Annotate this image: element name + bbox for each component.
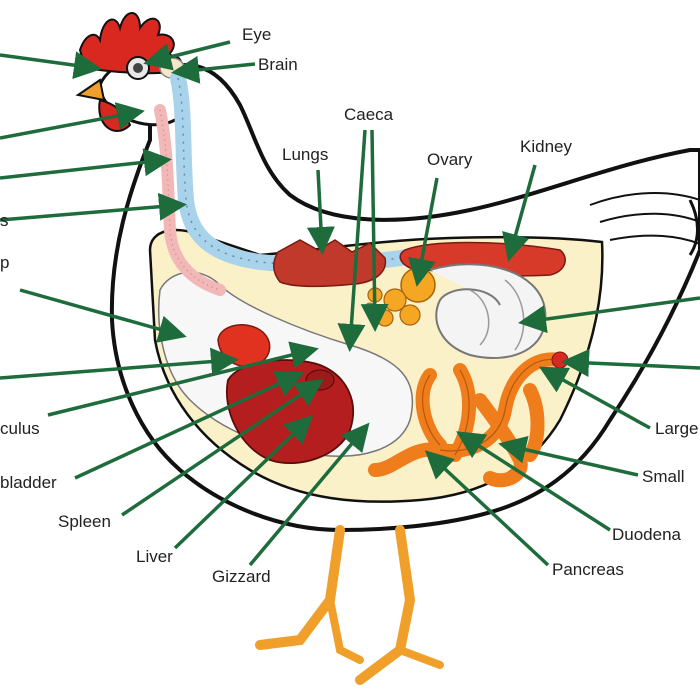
label-eye: Eye bbox=[242, 25, 271, 44]
label-caeca: Caeca bbox=[344, 105, 394, 124]
lungs-shape bbox=[274, 240, 386, 286]
label-large-intestine: Large bbox=[655, 419, 698, 438]
legs bbox=[260, 530, 340, 645]
label-gallbladder: bladder bbox=[0, 473, 57, 492]
beak bbox=[78, 80, 104, 100]
label-brain: Brain bbox=[258, 55, 298, 74]
label-duodenum: Duodena bbox=[612, 525, 682, 544]
label-kidney: Kidney bbox=[520, 137, 572, 156]
label-gizzard: Gizzard bbox=[212, 567, 271, 586]
label-proventriculus: culus bbox=[0, 419, 40, 438]
label-spleen: Spleen bbox=[58, 512, 111, 531]
label-liver: Liver bbox=[136, 547, 173, 566]
label-lungs: Lungs bbox=[282, 145, 328, 164]
label-ovary: Ovary bbox=[427, 150, 473, 169]
label-small-intestine: Small bbox=[642, 467, 685, 486]
label-crop: p bbox=[0, 253, 9, 272]
arrow-comb bbox=[0, 55, 95, 68]
label-left-partial: s bbox=[0, 211, 9, 230]
cloaca bbox=[552, 352, 568, 368]
label-pancreas: Pancreas bbox=[552, 560, 624, 579]
